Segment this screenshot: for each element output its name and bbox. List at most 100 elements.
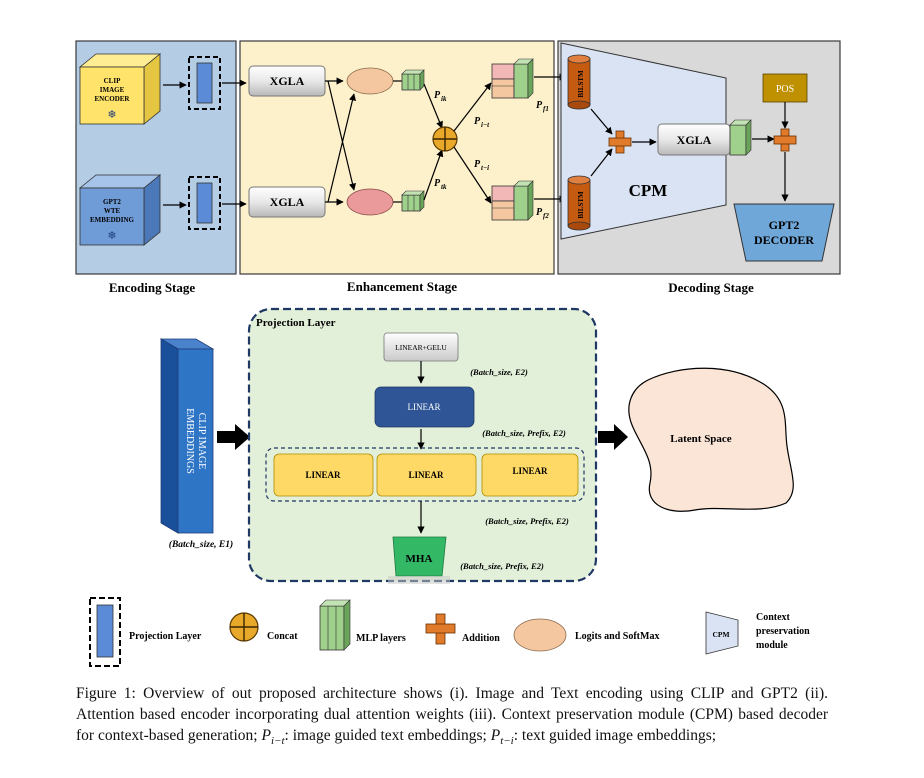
xgla-label: XGLA: [270, 74, 305, 88]
p-it-sub: i−t: [481, 121, 490, 129]
caption-p-ti: P: [490, 727, 501, 744]
gpt2-wte-line-2: WTE: [104, 207, 121, 215]
pos-label: POS: [776, 84, 794, 95]
snowflake-icon: ❄: [107, 230, 116, 242]
mha-label: MHA: [406, 553, 433, 565]
legend-mlp-label: MLP layers: [356, 633, 406, 644]
p-ti-label: P: [474, 159, 481, 170]
cpm-label: CPM: [629, 181, 668, 200]
projection-layer-title: Projection Layer: [256, 317, 336, 329]
thick-arrow-right: [217, 424, 250, 450]
linear-navy-block: [374, 386, 475, 428]
projection-icon: [89, 597, 121, 667]
clip-image-encoder-cube: CLIP IMAGE ENCODER ❄: [78, 53, 162, 125]
p-ik-label: P: [434, 90, 441, 101]
latent-space-blob: [628, 367, 794, 512]
fused-feature-block-top: [491, 58, 534, 99]
cpm-block: [560, 42, 727, 240]
clip-encoder-line-1: CLIP: [104, 77, 121, 85]
logits-icon: [513, 618, 567, 652]
figure-caption: Figure 1: Overview of out proposed archi…: [76, 683, 828, 752]
p-f1-sub: f1: [543, 105, 549, 113]
concat-icon: [229, 612, 259, 642]
p-ti-sub: t−i: [481, 164, 489, 172]
shape-e2-label: (Batch_size, E2): [470, 367, 528, 377]
bilstm-cylinder-bottom: BILSTM: [567, 175, 591, 231]
mlp-icon: [319, 599, 351, 651]
xgla-label: XGLA: [677, 133, 712, 147]
mlp-icon: [729, 119, 752, 156]
gpt2-decoder-block: [733, 203, 835, 262]
logits-oval-bottom: [346, 188, 394, 216]
p-f1-label: P: [536, 100, 543, 111]
legend-concat-label: Concat: [267, 631, 298, 642]
legend-logits-label: Logits and SoftMax: [575, 631, 659, 642]
linear-navy-label: LINEAR: [408, 402, 441, 412]
mlp-icon: [401, 190, 425, 212]
logits-oval-top: [346, 67, 394, 95]
shape-prefix-e2-label-b: (Batch_size, Prefix, E2): [485, 516, 569, 526]
xgla-label: XGLA: [270, 195, 305, 209]
linear-group-panel: [265, 447, 585, 502]
decoding-stage-label: Decoding Stage: [668, 280, 754, 295]
cpm-icon: CPM: [705, 611, 739, 655]
caption-p-ti-sub: t−i: [500, 735, 514, 748]
linear-gelu-label: LINEAR+GELU: [395, 343, 447, 352]
architecture-diagram: CLIP IMAGE ENCODER ❄ GPT2 WTE EMBEDDING …: [75, 40, 841, 667]
caption-p-it-sub: i−t: [270, 735, 285, 748]
xgla-block-decoder: XGLA: [657, 123, 731, 156]
concat-icon: [432, 126, 458, 152]
p-f2-label: P: [536, 207, 543, 218]
thick-arrow-right: [598, 424, 628, 450]
clip-image-embeddings-block: CLIP IMAGE EMBEDDINGS: [159, 338, 215, 534]
enhancement-stage-label: Enhancement Stage: [347, 279, 457, 294]
xgla-block-top: XGLA: [248, 65, 326, 97]
p-tk-sub: tk: [441, 183, 447, 191]
xgla-block-bottom: XGLA: [248, 186, 326, 218]
caption-p-it: P: [261, 727, 271, 744]
projection-icon: [188, 56, 221, 110]
shape-prefix-e2-label-c: (Batch_size, Prefix, E2): [460, 561, 544, 571]
p-ik-sub: ik: [441, 95, 447, 103]
bilstm-cylinder-top: BILSTM: [567, 54, 591, 110]
projection-icon: [188, 176, 221, 230]
clip-encoder-line-3: ENCODER: [94, 95, 130, 103]
gpt2-wte-line-3: EMBEDDING: [90, 216, 135, 224]
encoding-stage-label: Encoding Stage: [109, 280, 196, 295]
linear-label-1: LINEAR: [305, 470, 341, 480]
clip-embeddings-line-1: CLIP IMAGE: [196, 413, 207, 470]
legend-addition-label: Addition: [462, 633, 500, 644]
linear-label-3: LINEAR: [512, 466, 548, 476]
shape-prefix-e2-label: (Batch_size, Prefix, E2): [482, 428, 566, 438]
legend-cpm-icon-label: CPM: [712, 630, 729, 639]
legend-cpm-line-2: preservation: [756, 626, 810, 637]
snowflake-icon: ❄: [107, 109, 116, 121]
caption-part-2: : image guided text embeddings;: [284, 727, 491, 744]
clip-encoder-line-2: IMAGE: [100, 86, 125, 94]
pos-block: [762, 73, 808, 103]
gpt2-wte-line-1: GPT2: [103, 198, 121, 206]
p-tk-label: P: [434, 178, 441, 189]
addition-icon: [608, 130, 632, 154]
linear-block-1: [273, 453, 374, 497]
caption-part-3: : text guided image embeddings;: [513, 727, 717, 744]
legend-cpm-line-3: module: [756, 640, 788, 651]
gpt2-wte-embedding-cube: GPT2 WTE EMBEDDING ❄: [78, 174, 162, 246]
fused-feature-block-bottom: [491, 180, 534, 221]
addition-icon: [425, 613, 456, 645]
gpt2-decoder-line-2: DECODER: [754, 233, 814, 247]
p-f2-sub: f2: [543, 212, 549, 220]
legend-cpm-line-1: Context: [756, 612, 791, 623]
addition-icon: [773, 128, 797, 152]
linear-label-2: LINEAR: [408, 470, 444, 480]
clip-embeddings-line-2: EMBEDDINGS: [184, 408, 195, 474]
mlp-icon: [401, 69, 425, 91]
clip-shape-label: (Batch_size, E1): [169, 539, 233, 550]
linear-block-3: [481, 453, 579, 497]
caption-part-1: Figure 1: Overview of out proposed archi…: [76, 685, 828, 744]
bilstm-label: BILSTM: [577, 70, 585, 98]
p-it-label: P: [474, 116, 481, 127]
bilstm-label: BILSTM: [577, 191, 585, 219]
latent-space-label: Latent Space: [670, 433, 732, 445]
gpt2-decoder-line-1: GPT2: [769, 218, 800, 232]
